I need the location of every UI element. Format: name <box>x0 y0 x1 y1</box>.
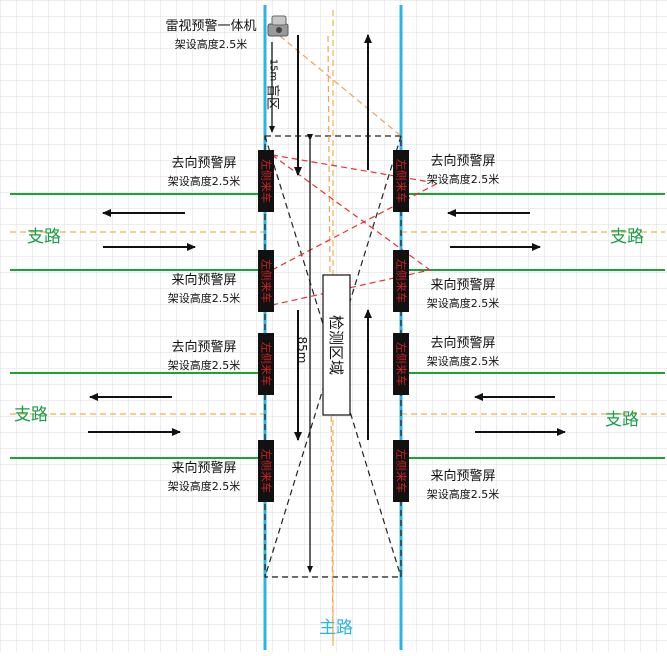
right-incoming-label-2: 来向预警屏 <box>430 468 495 484</box>
right-height-label-2: 架设高度2.5米 <box>427 296 500 310</box>
blind-zone-label: 盲区 <box>265 84 281 110</box>
screen-left-2: 左侧来车 <box>258 250 274 312</box>
detection-length-label: 85m <box>295 337 309 364</box>
right-height-label-1: 架设高度2.5米 <box>427 172 500 186</box>
left-height-label-4: 架设高度2.5米 <box>168 479 241 493</box>
svg-text:左侧来车: 左侧来车 <box>395 342 409 386</box>
left-incoming-label-2: 来向预警屏 <box>171 460 236 476</box>
right-height-label-3: 架设高度2.5米 <box>427 354 500 368</box>
branch-road-label-top-left: 支路 <box>27 227 61 247</box>
detection-zone-label: 检测区域 <box>327 315 345 375</box>
device-name: 雷视预警一体机 <box>165 18 256 34</box>
svg-text:左侧来车: 左侧来车 <box>395 259 409 303</box>
left-height-label-2: 架设高度2.5米 <box>168 291 241 305</box>
svg-text:左侧来车: 左侧来车 <box>260 449 274 493</box>
branch-road-arrows <box>88 209 566 436</box>
branch-road-lines <box>10 193 665 459</box>
screen-left-3: 左侧来车 <box>258 333 274 395</box>
radar-camera-icon <box>267 15 289 37</box>
left-incoming-label-1: 来向预警屏 <box>171 272 236 288</box>
blind-distance-label: 15m <box>268 59 279 81</box>
device-height: 架设高度2.5米 <box>175 37 248 51</box>
right-incoming-label-1: 来向预警屏 <box>430 277 495 293</box>
detection-zone-box <box>322 274 351 416</box>
branch-road-label-bottom-right: 支路 <box>605 410 639 430</box>
left-outgoing-label-1: 去向预警屏 <box>171 155 236 171</box>
branch-road-label-bottom-left: 支路 <box>14 405 48 425</box>
branch-road-label-top-right: 支路 <box>610 227 644 247</box>
screen-right-1: 左侧来车 <box>393 150 409 212</box>
right-outgoing-label-2: 去向预警屏 <box>430 335 495 351</box>
svg-text:左侧来车: 左侧来车 <box>260 342 274 386</box>
right-height-label-4: 架设高度2.5米 <box>427 487 500 501</box>
svg-text:左侧来车: 左侧来车 <box>395 159 409 203</box>
left-outgoing-label-2: 去向预警屏 <box>171 339 236 355</box>
left-height-label-1: 架设高度2.5米 <box>168 174 241 188</box>
svg-text:左侧来车: 左侧来车 <box>395 449 409 493</box>
left-height-label-3: 架设高度2.5米 <box>168 358 241 372</box>
svg-text:左侧来车: 左侧来车 <box>260 259 274 303</box>
screen-right-2: 左侧来车 <box>393 250 409 312</box>
screen-right-4: 左侧来车 <box>393 440 409 502</box>
branch-center-lines <box>10 231 665 415</box>
screen-left-4: 左侧来车 <box>258 440 274 502</box>
main-road-arrows <box>294 34 372 441</box>
right-outgoing-label-1: 去向预警屏 <box>430 153 495 169</box>
main-road-label: 主路 <box>319 618 353 638</box>
svg-text:左侧来车: 左侧来车 <box>260 159 274 203</box>
screen-left-1: 左侧来车 <box>258 150 274 212</box>
warning-screens: 左侧来车 左侧来车 左侧来车 左侧来车 左侧来车 左侧来车 左侧来车 左侧来车 <box>258 150 409 502</box>
screen-right-3: 左侧来车 <box>393 333 409 395</box>
